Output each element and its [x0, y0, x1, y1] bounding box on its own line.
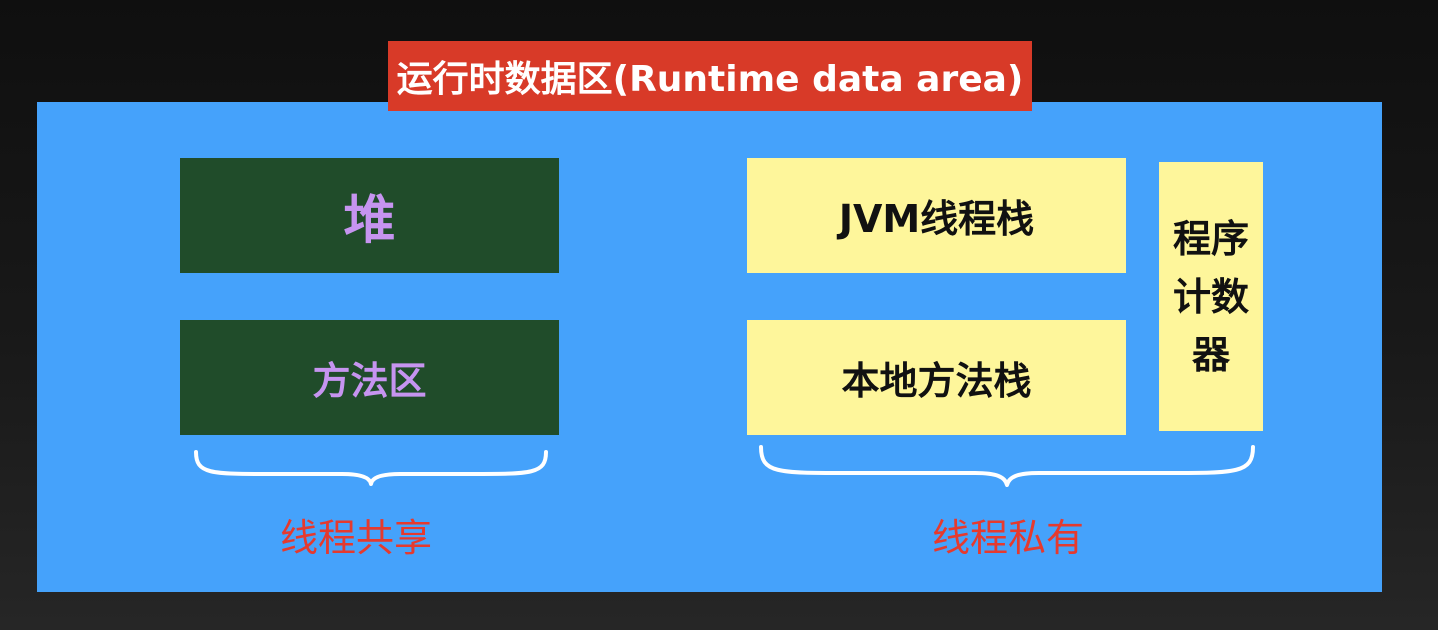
heap-box: 堆: [180, 158, 559, 273]
diagram-title: 运行时数据区(Runtime data area): [388, 41, 1032, 111]
program-counter-box: 程序计数器: [1159, 162, 1263, 431]
shared-brace-icon: [194, 450, 548, 486]
jvm-stack-box: JVM线程栈: [747, 158, 1126, 273]
native-method-stack-box: 本地方法栈: [747, 320, 1126, 435]
method-area-box: 方法区: [180, 320, 559, 435]
thread-private-label: 线程私有: [932, 516, 1085, 560]
thread-shared-label: 线程共享: [280, 516, 433, 560]
private-brace-icon: [759, 445, 1255, 487]
runtime-data-area: 堆 方法区 线程共享 JVM线程栈 本地方法栈 程序计数器 线程私有: [37, 102, 1382, 592]
